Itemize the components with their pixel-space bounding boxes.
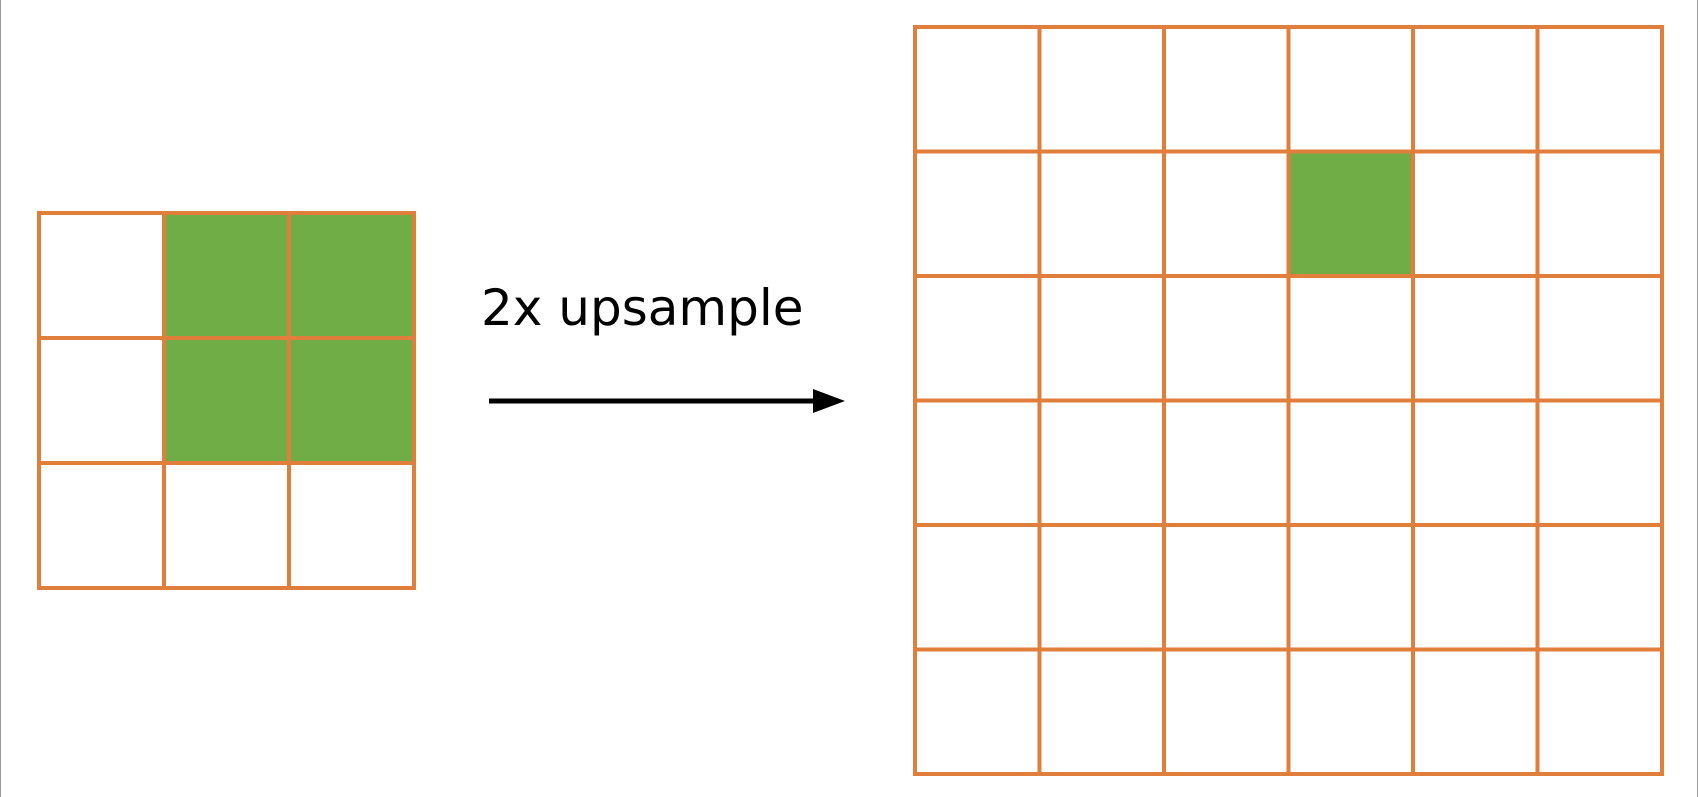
output-grid-cell-3-3 — [1286, 398, 1415, 527]
output-grid-cell-0-3 — [1286, 25, 1415, 154]
output-grid-cell-1-3-filled — [1286, 149, 1415, 278]
input-grid-3x3 — [37, 211, 416, 590]
output-grid-cell-1-4 — [1411, 149, 1540, 278]
output-grid-cell-4-3 — [1286, 523, 1415, 652]
input-grid-cell-1-0 — [37, 336, 166, 465]
input-grid-cell-0-1-filled — [162, 211, 291, 340]
output-grid-cell-5-4 — [1411, 647, 1540, 776]
output-grid-cell-4-4 — [1411, 523, 1540, 652]
output-grid-cell-5-2 — [1162, 647, 1291, 776]
output-grid-cell-4-1 — [1037, 523, 1166, 652]
arrow-head — [813, 389, 845, 413]
output-grid-cell-0-1 — [1037, 25, 1166, 154]
input-grid-cell-0-2-filled — [287, 211, 416, 340]
output-grid-cell-1-1 — [1037, 149, 1166, 278]
output-grid-cell-4-2 — [1162, 523, 1291, 652]
input-grid-cell-0-0 — [37, 211, 166, 340]
output-grid-cell-1-2 — [1162, 149, 1291, 278]
output-grid-cell-4-0 — [913, 523, 1042, 652]
output-grid-cell-3-5 — [1535, 398, 1664, 527]
output-grid-cell-2-1 — [1037, 274, 1166, 403]
output-grid-cell-0-4 — [1411, 25, 1540, 154]
output-grid-cell-4-5 — [1535, 523, 1664, 652]
output-grid-cell-0-0 — [913, 25, 1042, 154]
right-arrow-icon — [489, 389, 845, 413]
output-grid-cell-5-0 — [913, 647, 1042, 776]
output-grid-cell-2-2 — [1162, 274, 1291, 403]
output-grid-cell-2-5 — [1535, 274, 1664, 403]
input-grid-cell-2-2 — [287, 461, 416, 590]
output-grid-cell-3-2 — [1162, 398, 1291, 527]
output-grid-cell-2-4 — [1411, 274, 1540, 403]
input-grid-cell-1-1-filled — [162, 336, 291, 465]
output-grid-cell-1-0 — [913, 149, 1042, 278]
output-grid-cell-0-2 — [1162, 25, 1291, 154]
output-grid-cell-5-5 — [1535, 647, 1664, 776]
output-grid-cell-3-1 — [1037, 398, 1166, 527]
input-grid-cell-1-2-filled — [287, 336, 416, 465]
output-grid-cell-2-0 — [913, 274, 1042, 403]
output-grid-cell-3-0 — [913, 398, 1042, 527]
output-grid-cell-0-5 — [1535, 25, 1664, 154]
output-grid-cell-3-4 — [1411, 398, 1540, 527]
input-grid-cell-2-1 — [162, 461, 291, 590]
output-grid-6x6 — [913, 25, 1664, 776]
output-grid-cell-5-3 — [1286, 647, 1415, 776]
output-grid-cell-5-1 — [1037, 647, 1166, 776]
output-grid-cell-2-3 — [1286, 274, 1415, 403]
output-grid-cell-1-5 — [1535, 149, 1664, 278]
input-grid-cell-2-0 — [37, 461, 166, 590]
upsample-caption: 2x upsample — [481, 279, 804, 337]
